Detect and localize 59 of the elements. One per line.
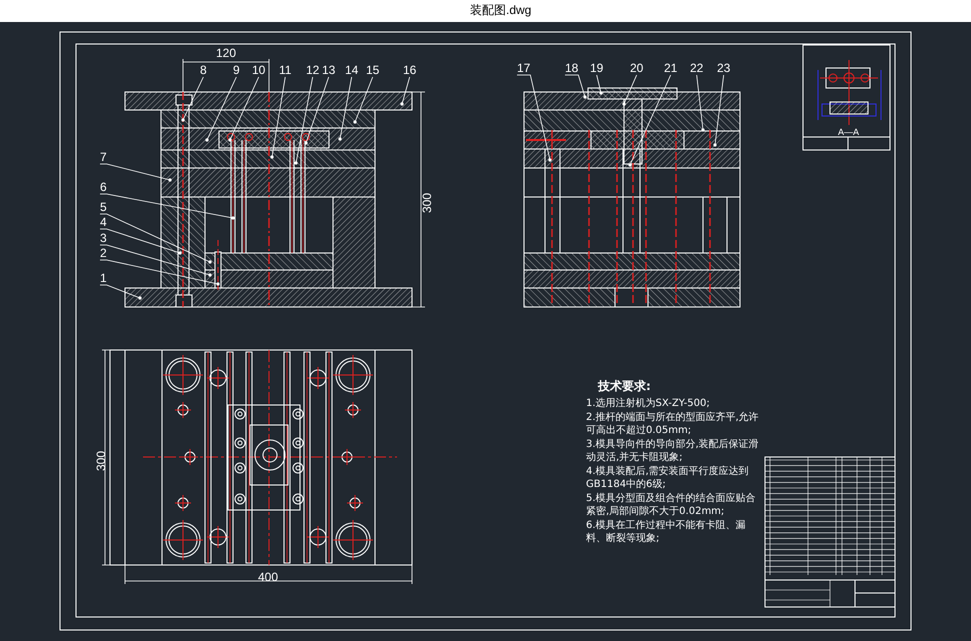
leader-line [100,214,212,264]
leader-line [100,164,172,182]
leader-line [628,74,672,167]
leader-line [516,74,552,162]
leader-line [270,76,286,159]
requirement-text: 3.模具导向件的导向部分,装配后保证滑动灵活,并无卡阻现象; [586,438,760,464]
leader-line [353,76,374,124]
callout-number: 11 [279,64,292,77]
leader-line [400,76,410,106]
leader-line [100,194,235,220]
requirements-heading: 技术要求: [598,380,652,393]
leader-line [564,74,587,99]
leader-line [338,76,352,141]
requirement-text: 4.模具装配后,需安装面平行度应达到GB1184中的6级; [586,465,750,491]
callout-number: 15 [366,64,380,77]
callout-number: 10 [252,64,266,77]
callout-number: 2 [100,247,107,260]
callout-number: 1 [100,272,107,285]
leader-line [596,74,603,95]
leader-line [304,76,330,145]
leader-line [181,76,204,122]
callout-number: 6 [100,181,107,194]
callout-number: 17 [517,62,530,75]
leader-line [100,244,212,277]
callout-number: 12 [306,64,320,77]
callout-number: 9 [233,64,240,77]
callout-number: 20 [630,62,644,75]
callout-number: 7 [100,151,107,164]
requirement-text: 5.模具分型面及组合件的结合面应贴合紧密,局部间隙不大于0.02mm; [586,492,757,518]
file-name: 装配图.dwg [470,4,532,17]
callout-number: 4 [100,216,107,229]
requirement-text: 6.模具在工作过程中不能有卡阻、漏料、断裂等现象; [586,519,747,545]
leader-line [100,284,142,300]
callout-number: 3 [100,232,107,245]
callout-number: 22 [690,62,704,75]
leader-line [205,76,237,142]
callout-number: 8 [200,64,207,77]
leader-line [100,260,220,286]
dimension-text: 300 [421,192,434,213]
callout-number: 16 [403,64,416,77]
callout-number: 5 [100,201,107,214]
callout-number: 18 [565,62,578,75]
callout-number: 19 [590,62,604,75]
dimension-text: 120 [216,47,236,60]
leader-line [228,76,260,142]
requirement-text: 1.选用注射机为SX-ZY-500; [586,397,711,410]
callout-number: 13 [322,64,336,77]
leader-line [100,228,182,255]
requirement-text: 2.推杆的端面与所在的型面应齐平,允许可高出不超过0.05mm; [586,411,760,437]
callout-number: 23 [717,62,730,75]
leader-line [294,76,314,165]
callout-number: 21 [664,62,678,75]
section-label: A—A [838,126,860,139]
leader-line [622,74,638,106]
leader-line [713,74,724,147]
leader-line [696,74,705,132]
dimension-text: 400 [258,571,278,584]
callout-number: 14 [345,64,358,77]
dimension-text: 300 [95,450,108,471]
